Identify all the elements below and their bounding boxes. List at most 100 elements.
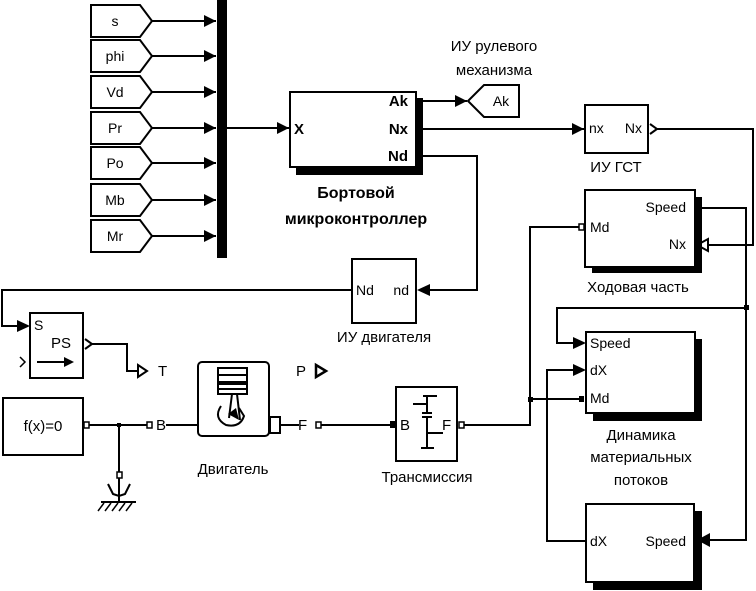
port-md: Md (590, 219, 609, 235)
from-tag-vd[interactable]: Vd (90, 75, 216, 109)
engine-label: Двигатель (198, 461, 269, 478)
arrow-icon (573, 364, 586, 376)
engine-port-f: F (298, 417, 307, 434)
transmission-block[interactable]: B F (390, 386, 465, 462)
conserving-port-icon (146, 421, 153, 429)
arrow-icon (417, 284, 430, 296)
speed-feedback-wire (702, 207, 747, 541)
speed-integrator-block[interactable]: dX Speed (585, 503, 702, 590)
controller-block[interactable]: X Ak Nx Nd (289, 91, 423, 175)
dynamics-label-line2: материальных (590, 449, 692, 466)
port-nd: Nd (388, 148, 408, 165)
transmission-port-b: B (400, 417, 410, 434)
from-tag-label: Po (106, 155, 123, 171)
controller-label-line2: микроконтроллер (285, 211, 427, 228)
engine-actuator-block[interactable]: Nd nd (351, 258, 417, 324)
clutch-icon (413, 395, 443, 449)
ps-text: PS (51, 335, 71, 352)
port-md: Md (590, 390, 609, 406)
port-speed: Speed (646, 533, 686, 549)
physical-port-icon (314, 362, 329, 380)
port-s: S (34, 317, 43, 333)
goto-tag-label: P (296, 363, 306, 380)
physical-port-icon (137, 363, 149, 379)
engine-port-b: B (156, 417, 166, 434)
ref-port-icon (19, 356, 27, 368)
conserving-port-icon (116, 471, 123, 479)
port-nd-in: nd (393, 282, 409, 298)
running-gear-block[interactable]: Speed Md Nx (578, 189, 702, 273)
arrow-icon (573, 337, 586, 349)
controller-label-line1: Бортовой (317, 185, 394, 202)
goto-tag-label: T (158, 363, 167, 380)
from-tag-label: Vd (106, 84, 123, 100)
from-tag-s[interactable]: s (90, 4, 216, 38)
nd-to-ps-wire (1, 289, 352, 327)
steering-label-line2: механизма (456, 62, 533, 79)
port-ak: Ak (389, 93, 409, 110)
solver-text: f(x)=0 (24, 418, 63, 435)
from-tag-phi[interactable]: phi (90, 39, 216, 73)
port-speed: Speed (646, 199, 686, 215)
from-tag-mr[interactable]: Mr (90, 219, 216, 253)
port-nx-out: Nx (625, 120, 642, 136)
from-tag-label: Pr (108, 120, 122, 136)
port-dx: dX (590, 362, 608, 378)
conserving-port-icon (315, 421, 322, 429)
conserving-port-icon (458, 421, 465, 429)
junction-dot (744, 305, 749, 310)
physical-port-icon (649, 123, 659, 135)
gst-actuator-block[interactable]: nx Nx (584, 104, 659, 154)
port-nx: Nx (669, 236, 686, 252)
from-tag-po[interactable]: Po (90, 146, 216, 180)
dynamics-label-line3: потоков (614, 472, 668, 489)
port-speed: Speed (590, 335, 630, 351)
dx-wire (546, 369, 586, 542)
port-nx: Nx (389, 121, 409, 138)
transmission-port-f: F (442, 417, 451, 434)
engine-shaft-icon (269, 416, 281, 434)
from-tag-label: Mb (105, 192, 125, 208)
goto-tag-ak[interactable]: Ak (466, 84, 520, 118)
ps-to-t-wire (92, 343, 137, 372)
gst-label: ИУ ГСТ (590, 159, 641, 176)
piston-icon (216, 367, 248, 427)
from-tag-label: s (112, 13, 119, 29)
conserving-port-icon (390, 421, 395, 428)
running-gear-label: Ходовая часть (587, 279, 689, 296)
material-flow-dynamics-block[interactable]: Speed dX Md (579, 331, 702, 421)
solver-block[interactable]: f(x)=0 (2, 397, 90, 456)
from-tag-pr[interactable]: Pr (90, 111, 216, 145)
physical-port-icon (694, 237, 709, 253)
goto-tag-t[interactable]: T (137, 363, 167, 380)
goto-tag-label: Ak (493, 93, 510, 109)
transmission-label: Трансмиссия (382, 469, 473, 486)
speed-to-dynamics-wire (556, 307, 746, 344)
physical-port-icon (84, 338, 94, 350)
port-dx: dX (590, 533, 608, 549)
conserving-port-icon (83, 421, 90, 429)
dynamics-label-line1: Динамика (606, 427, 676, 444)
conserving-port-icon (578, 223, 585, 231)
transmission-to-running-gear-wire (464, 226, 579, 426)
engine-block[interactable] (197, 361, 287, 437)
arrow-icon (64, 357, 74, 367)
arrow-icon (17, 320, 30, 332)
gst-to-running-gear-wire (657, 128, 754, 246)
ps-converter-block[interactable]: S PS (19, 312, 94, 379)
port-nd-out: Nd (356, 282, 374, 298)
mechanical-ground-icon (97, 478, 136, 512)
port-x: X (294, 121, 304, 138)
engine-actuator-label: ИУ двигателя (337, 329, 431, 346)
from-tag-label: phi (106, 48, 125, 64)
steering-label-line1: ИУ рулевого (451, 38, 538, 55)
arrow-icon (697, 533, 710, 547)
mux-block[interactable] (217, 0, 227, 258)
from-tag-label: Mr (107, 228, 124, 244)
from-tag-mb[interactable]: Mb (90, 183, 216, 217)
goto-tag-p[interactable]: P (296, 362, 329, 380)
conserving-port-icon (579, 396, 584, 402)
nd-wire (423, 155, 478, 291)
port-nx-in: nx (589, 120, 604, 136)
